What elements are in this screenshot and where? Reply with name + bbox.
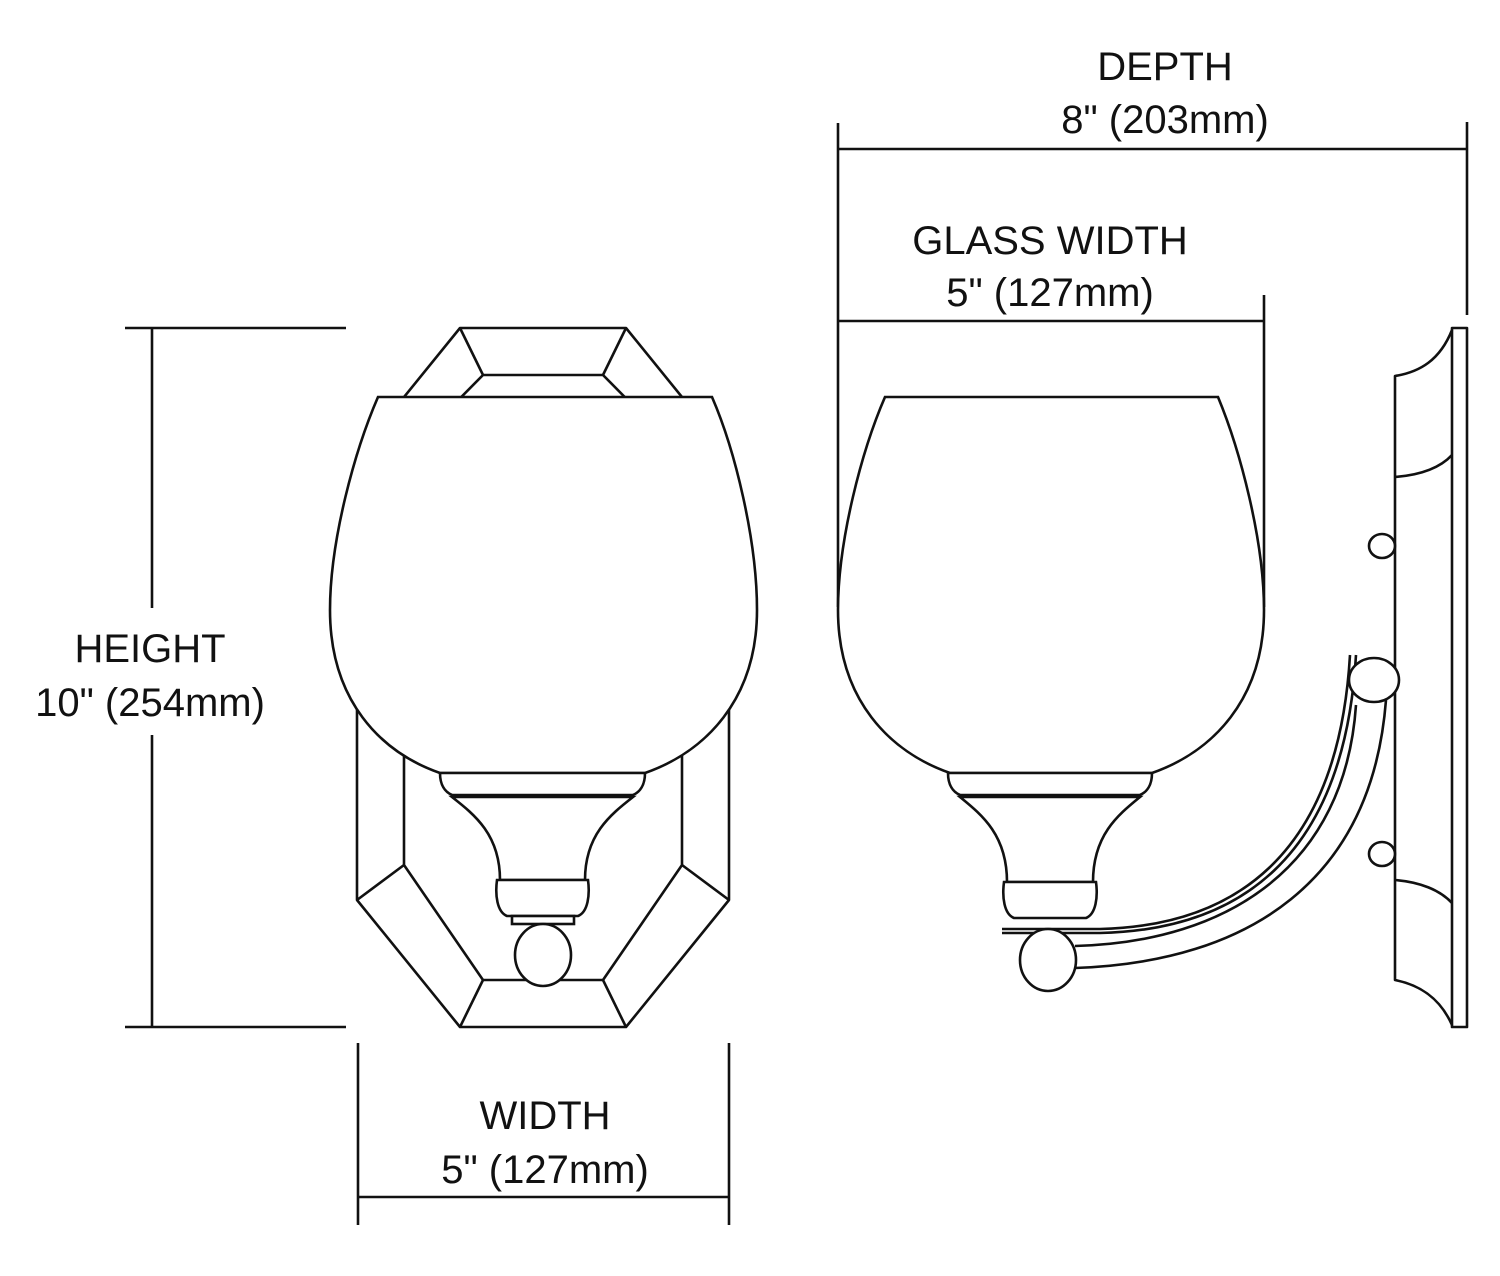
screw-bottom [1367, 840, 1397, 868]
depth-label: DEPTH [1097, 45, 1233, 89]
depth-dimension: DEPTH 8" (203mm) [836, 45, 1469, 607]
glass-width-dimension: GLASS WIDTH 5" (127mm) [838, 219, 1266, 607]
height-label: HEIGHT [74, 627, 225, 671]
glass-width-label: GLASS WIDTH [912, 219, 1188, 263]
side-glass-shade [836, 395, 1266, 775]
width-dimension: WIDTH 5" (127mm) [356, 1043, 731, 1225]
front-fitter [438, 771, 647, 988]
width-label: WIDTH [479, 1094, 610, 1138]
side-view [836, 326, 1469, 1029]
front-glass-shade [328, 395, 759, 775]
side-fitter [946, 771, 1154, 993]
glass-width-value: 5" (127mm) [946, 271, 1154, 315]
side-backplate [1393, 326, 1469, 1029]
screw-top [1367, 532, 1397, 560]
height-dimension: HEIGHT 10" (254mm) [35, 326, 346, 1029]
depth-value: 8" (203mm) [1061, 98, 1269, 142]
front-view [328, 326, 759, 1029]
width-value: 5" (127mm) [441, 1148, 649, 1192]
side-arm [1002, 654, 1401, 970]
height-value: 10" (254mm) [35, 681, 265, 725]
